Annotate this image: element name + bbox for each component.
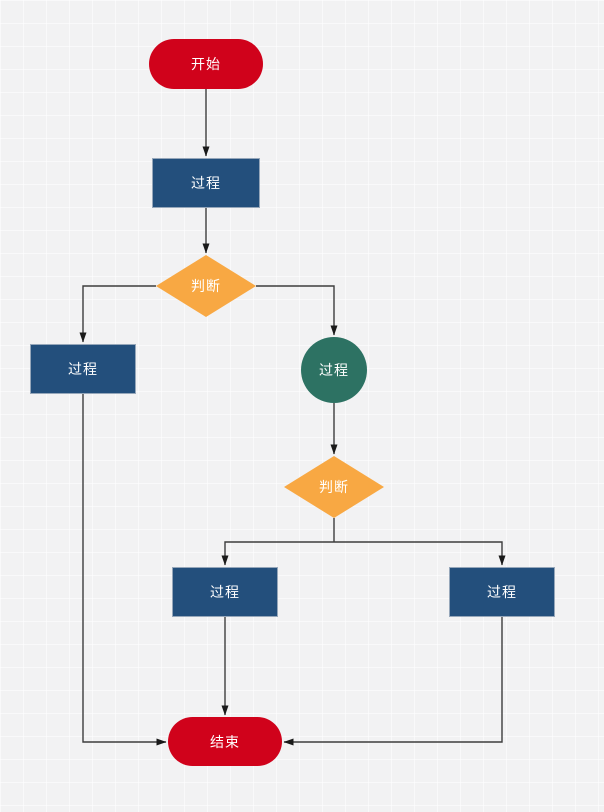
flowchart-node-process-left[interactable]: 过程	[30, 344, 136, 394]
flowchart-node-process-circle[interactable]: 过程	[301, 337, 367, 403]
connector-decision2-to-process-bottom-right[interactable]	[334, 541, 506, 566]
flowchart-node-end[interactable]: 结束	[168, 717, 282, 766]
node-label: 过程	[319, 362, 349, 378]
connector-decision1-to-process-left[interactable]	[79, 285, 156, 343]
flowchart-node-process-1[interactable]: 过程	[152, 158, 260, 208]
node-label: 判断	[191, 278, 221, 294]
node-label: 判断	[319, 479, 349, 495]
flowchart-node-process-bottom-left[interactable]: 过程	[172, 567, 278, 617]
connector-decision2-to-process-bottom-left[interactable]	[221, 541, 334, 566]
flowchart-node-start[interactable]: 开始	[149, 39, 263, 89]
node-label: 过程	[191, 175, 221, 191]
connector-process-bottom-right-to-end[interactable]	[283, 617, 503, 746]
node-label: 过程	[487, 584, 517, 600]
connector-process-left-to-end[interactable]	[82, 394, 167, 746]
connector-decision1-to-process-circle[interactable]	[256, 285, 338, 336]
node-label: 过程	[210, 584, 240, 600]
node-label: 过程	[68, 361, 98, 377]
node-label: 结束	[210, 733, 240, 750]
flowchart-node-process-bottom-right[interactable]: 过程	[449, 567, 555, 617]
node-label: 开始	[191, 56, 221, 72]
